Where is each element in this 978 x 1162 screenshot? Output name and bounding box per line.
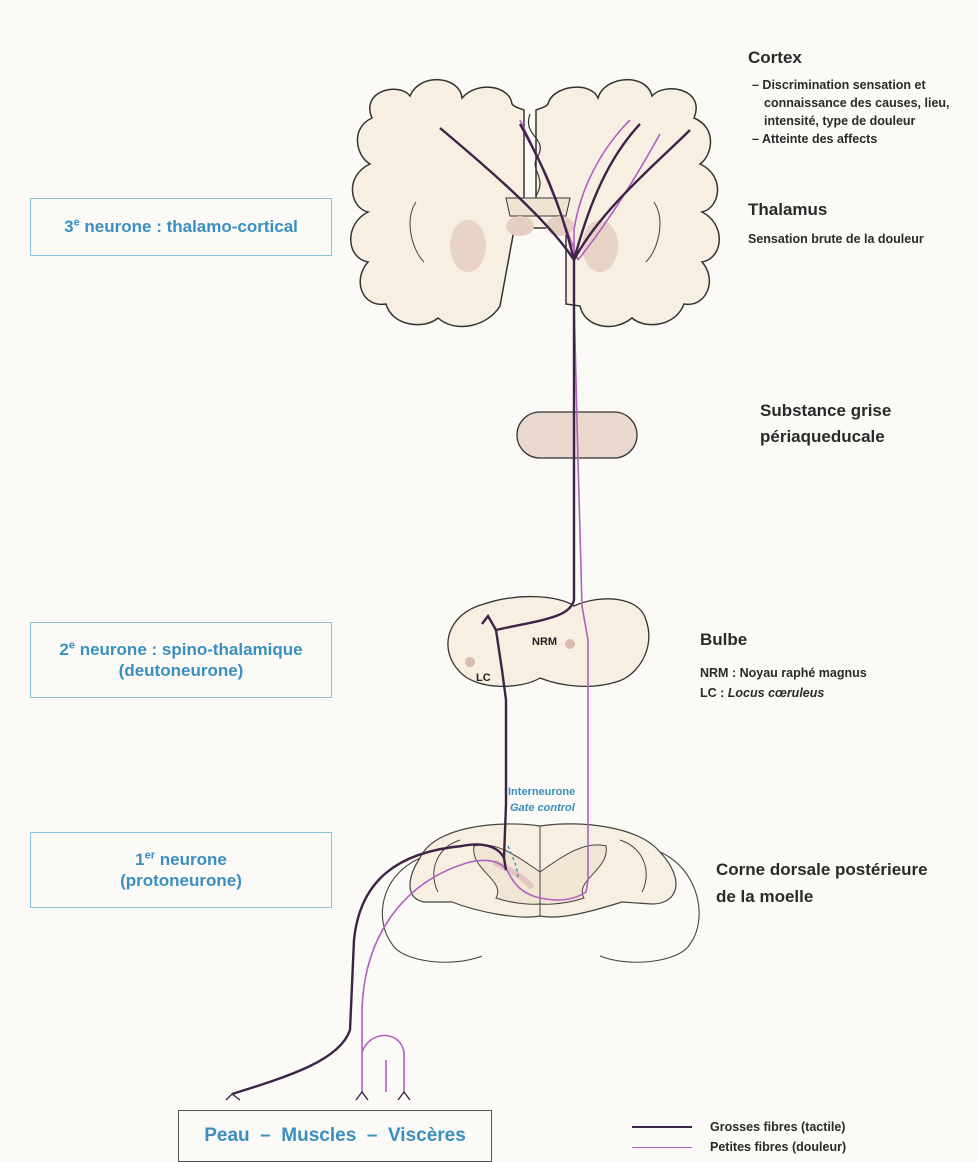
second-neuron-subtitle: (deutoneurone) (119, 660, 244, 681)
sgp-line2: périaqueducale (760, 424, 891, 450)
third-neuron-box: 3e neurone : thalamo-cortical (30, 198, 332, 256)
third-neuron-label: 3e neurone : thalamo-cortical (64, 216, 298, 237)
bulbe-lc-name: Locus cœruleus (728, 686, 825, 700)
first-neuron-box: 1er neurone (protoneurone) (30, 832, 332, 908)
cortex-description: – Discrimination sensation et connaissan… (752, 76, 950, 149)
sgp-line1: Substance grise (760, 398, 891, 424)
interneurone-label: Interneurone (508, 786, 575, 798)
thalamus-title: Thalamus (748, 200, 827, 220)
bulbe-nrm: NRM : Noyau raphé magnus (700, 664, 867, 682)
brain-section (351, 80, 720, 327)
first-neuron-label: 1er neurone (135, 849, 227, 870)
legend-thin-line (632, 1147, 692, 1148)
legend-thick-label: Grosses fibres (tactile) (710, 1120, 845, 1134)
legend-thick-line (632, 1126, 692, 1128)
corne-title: Corne dorsale postérieure de la moelle (716, 856, 928, 910)
cortex-item1-line2: connaissance des causes, lieu, (752, 94, 950, 112)
lc-inner-label: LC (476, 672, 491, 684)
legend-thin-fibres: Petites fibres (douleur) (632, 1140, 846, 1154)
legend-thin-label: Petites fibres (douleur) (710, 1140, 846, 1154)
nrm-inner-label: NRM (532, 636, 557, 648)
periphery-box: Peau – Muscles – Viscères (178, 1110, 492, 1162)
gate-control-label: Gate control (510, 802, 575, 814)
corne-line1: Corne dorsale postérieure (716, 856, 928, 883)
cortex-item2: – Atteinte des affects (752, 130, 950, 148)
cortex-title: Cortex (748, 48, 802, 68)
bulbe-lc-prefix: LC : (700, 686, 728, 700)
periphery-label: Peau – Muscles – Viscères (204, 1125, 466, 1147)
second-neuron-box: 2e neurone : spino-thalamique (deutoneur… (30, 622, 332, 698)
second-neuron-label: 2e neurone : spino-thalamique (59, 639, 302, 660)
first-neuron-subtitle: (protoneurone) (120, 870, 242, 891)
bulbe-title: Bulbe (700, 630, 747, 650)
corne-line2: de la moelle (716, 883, 928, 910)
receptor-endings (226, 1092, 410, 1100)
cortex-item1-line1: – Discrimination sensation et (752, 76, 950, 94)
thalamus-description: Sensation brute de la douleur (748, 230, 924, 248)
bulbe-lc: LC : Locus cœruleus (700, 684, 824, 702)
spinal-cord-section (382, 824, 699, 962)
sgp-title: Substance grise périaqueducale (760, 398, 891, 449)
legend-thick-fibres: Grosses fibres (tactile) (632, 1120, 845, 1134)
cortex-item1-line3: intensité, type de douleur (752, 112, 950, 130)
